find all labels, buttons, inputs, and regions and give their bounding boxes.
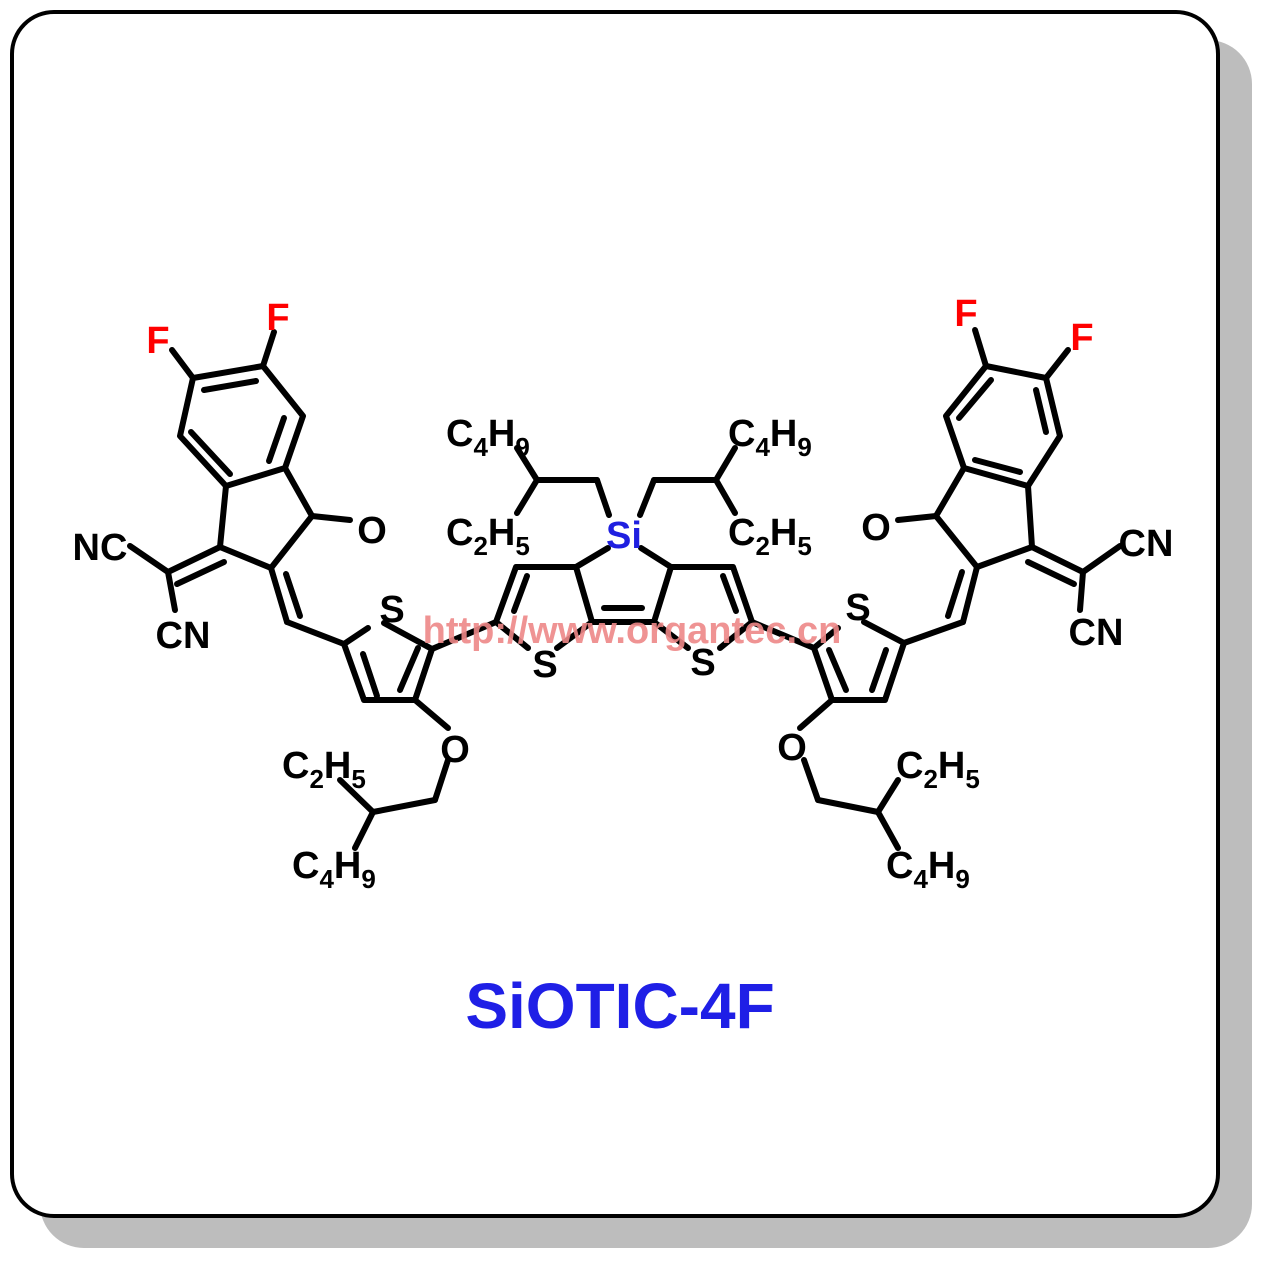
atom-label-cn: CN (1119, 523, 1174, 565)
atom-label-o: O (777, 727, 807, 769)
atom-label-cn: CN (156, 615, 211, 657)
atom-label-f: F (266, 297, 289, 339)
atom-label-s: S (845, 587, 870, 629)
atom-label-o: O (861, 507, 891, 549)
atom-label-s: S (532, 644, 557, 686)
figure-card (10, 10, 1220, 1218)
atom-label-s: S (690, 642, 715, 684)
atom-label-si: Si (606, 515, 642, 557)
alkyl-label-c2h5: C2H5 (446, 512, 530, 561)
alkyl-label-c2h5: C2H5 (896, 745, 980, 794)
alkyl-label-c2h5: C2H5 (728, 512, 812, 561)
alkyl-label-c4h9: C4H9 (292, 845, 376, 894)
compound-title: SiOTIC-4F (465, 970, 774, 1042)
watermark-text: http://www.organtec.cn (423, 610, 842, 652)
atom-label-s: S (379, 589, 404, 631)
alkyl-label-c4h9: C4H9 (728, 413, 812, 462)
alkyl-label-c4h9: C4H9 (886, 845, 970, 894)
atom-label-f: F (1070, 317, 1093, 359)
alkyl-label-c4h9: C4H9 (446, 413, 530, 462)
atom-label-o: O (440, 729, 470, 771)
atom-label-nc: NC (73, 527, 128, 569)
atom-label-o: O (357, 510, 387, 552)
atom-label-f: F (146, 320, 169, 362)
atom-label-cn: CN (1069, 612, 1124, 654)
alkyl-label-c2h5: C2H5 (282, 745, 366, 794)
atom-label-f: F (954, 293, 977, 335)
bond-layer (127, 327, 1123, 851)
